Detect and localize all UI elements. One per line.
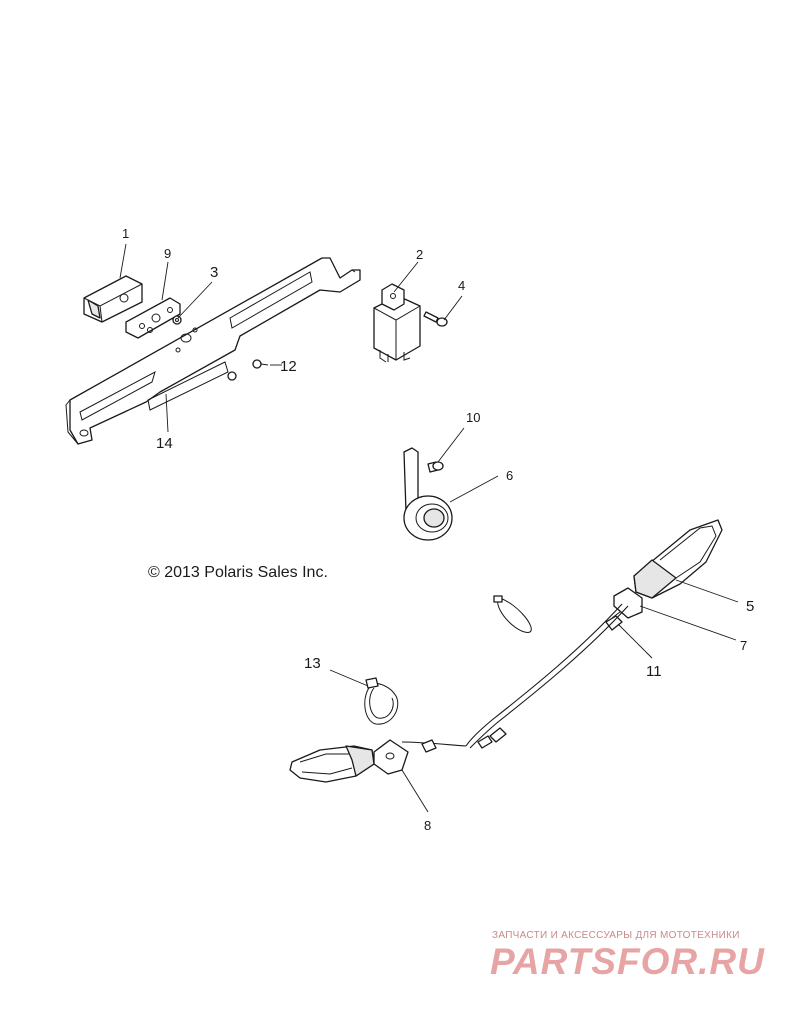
bolt-part-10 — [427, 461, 444, 473]
bolt-part-11 — [605, 611, 623, 631]
callout-4: 4 — [458, 278, 465, 293]
watermark-tagline: ЗАПЧАСТИ И АКСЕССУАРЫ ДЛЯ МОТОТЕХНИКИ — [492, 930, 740, 941]
screw-part-4 — [423, 311, 448, 327]
turn-signal-part-5 — [633, 519, 723, 599]
module-part-2 — [373, 283, 421, 363]
callout-5: 5 — [746, 598, 754, 615]
copyright-text: © 2013 Polaris Sales Inc. — [148, 564, 328, 581]
callout-7: 7 — [740, 638, 747, 653]
callout-10: 10 — [466, 410, 480, 425]
gasket-part-7 — [613, 587, 643, 619]
callout-1: 1 — [122, 226, 129, 241]
callout-9: 9 — [164, 246, 171, 261]
callout-6: 6 — [506, 468, 513, 483]
horn-part-6 — [403, 447, 453, 541]
callout-13: 13 — [304, 655, 321, 672]
callout-3: 3 — [210, 264, 218, 281]
screw-part-12 — [252, 359, 269, 369]
bracket-part-14 — [65, 257, 361, 445]
callout-12: 12 — [280, 358, 297, 375]
callouts: 1 9 3 2 4 12 14 10 6 5 7 11 13 8 — [122, 226, 754, 833]
cable-tie-part-13 — [364, 677, 399, 725]
leader-lines — [119, 243, 739, 813]
callout-8: 8 — [424, 818, 431, 833]
cable-tie-loose — [493, 595, 532, 633]
block-part-1 — [83, 275, 143, 323]
callout-2: 2 — [416, 247, 423, 262]
turn-signal-part-8 — [289, 739, 409, 783]
plate-part-9 — [125, 297, 181, 339]
nut-small — [227, 371, 237, 381]
nut-part-3 — [172, 315, 182, 325]
callout-11: 11 — [646, 663, 662, 680]
wiring-harness — [401, 603, 629, 753]
watermark-logo: PARTSFOR.RU — [490, 941, 765, 982]
callout-14: 14 — [156, 435, 173, 452]
